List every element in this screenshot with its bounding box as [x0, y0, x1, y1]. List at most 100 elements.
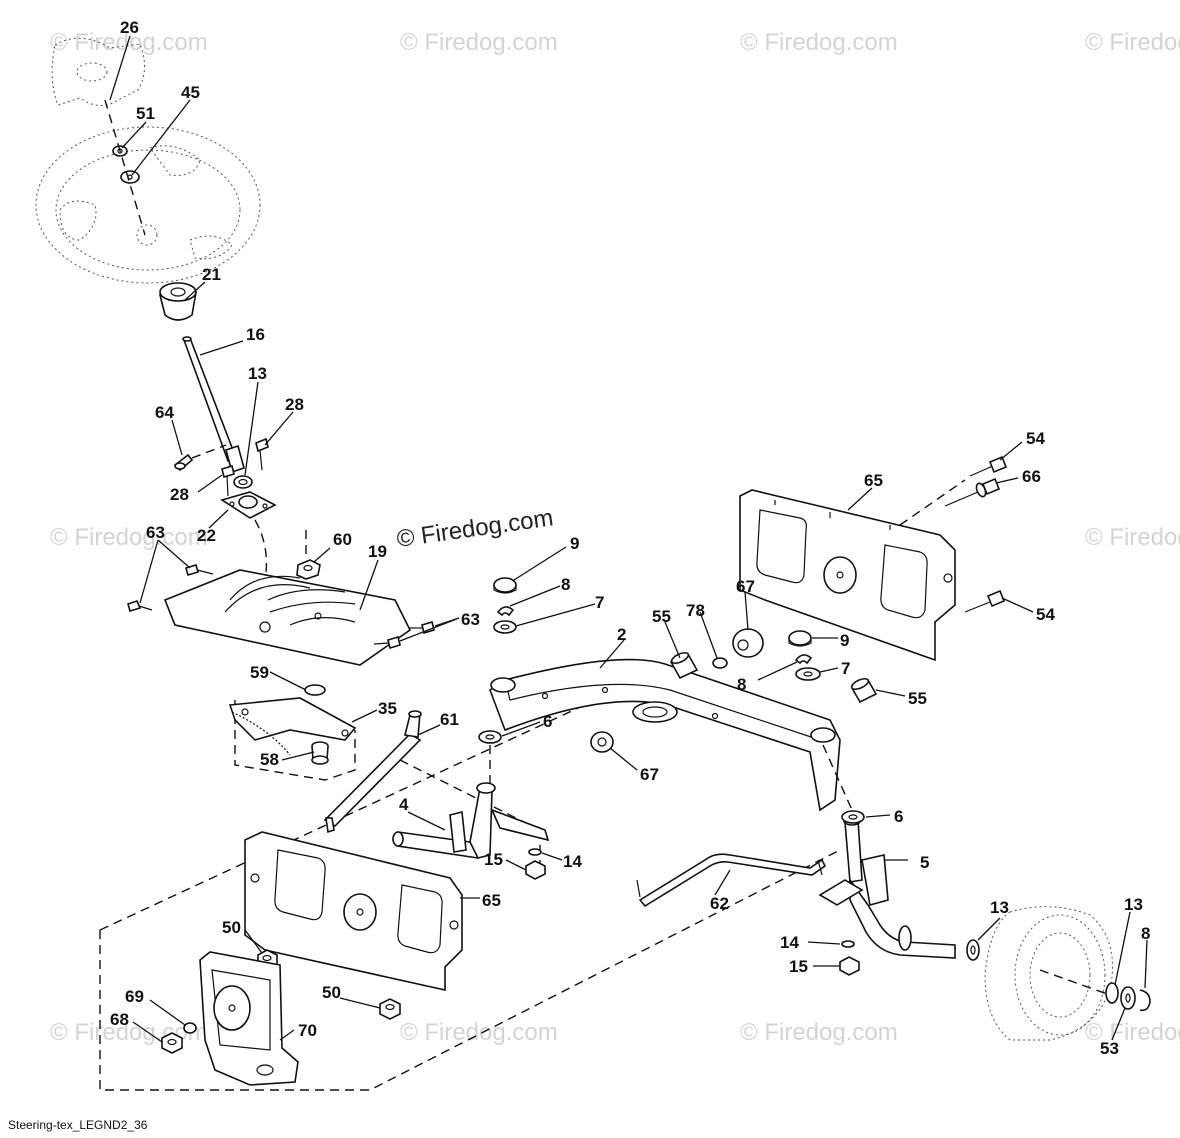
washer-6-right — [841, 810, 865, 824]
watermark: © Firedog.com — [50, 524, 208, 551]
bolt-28-top — [255, 437, 269, 471]
steering-shaft-16 — [182, 336, 245, 474]
washer-7-right — [795, 667, 821, 681]
nut-50-b — [379, 998, 401, 1020]
callout-label: 8 — [737, 675, 746, 694]
washer-69 — [183, 1022, 197, 1034]
flange-bearing-22 — [220, 491, 277, 519]
washer-14-left — [528, 848, 542, 856]
gear-sector-35 — [228, 697, 357, 756]
cap-9-right — [788, 630, 812, 647]
front-wheel — [984, 906, 1113, 1041]
axis-line — [254, 519, 268, 601]
watermark: © Firedog.com — [740, 1019, 898, 1046]
e-clip-8-right — [794, 654, 813, 665]
watermark-layer: © Firedog.com © Firedog.com © Firedog.co… — [50, 29, 1180, 1046]
callout-label: 54 — [1026, 429, 1045, 448]
callout-label: 2 — [617, 625, 626, 644]
callout-label: 65 — [482, 891, 501, 910]
callout-label: 45 — [181, 83, 200, 102]
callout-label: 28 — [170, 485, 189, 504]
callout-label: 66 — [1022, 467, 1041, 486]
front-axle-2 — [489, 658, 841, 812]
plate-70 — [199, 951, 299, 1086]
callout-label: 59 — [250, 663, 269, 682]
callout-labels: 26 45 51 21 16 13 28 64 28 22 63 60 19 6… — [110, 18, 1150, 1058]
callout-label: 58 — [260, 750, 279, 769]
callout-label: 67 — [736, 577, 755, 596]
callout-label: 54 — [1036, 605, 1055, 624]
bushing-21 — [158, 282, 197, 321]
callout-label: 35 — [378, 699, 397, 718]
bolt-66 — [944, 477, 1001, 507]
callout-label: 19 — [368, 542, 387, 561]
tie-rod-62 — [636, 853, 827, 908]
washer-13-axle — [966, 939, 980, 961]
bolt-54-top — [969, 455, 1008, 477]
washer-59 — [304, 684, 326, 696]
watermark: © Firedog.com — [1085, 1019, 1180, 1046]
axle-bracket-65-left — [244, 831, 463, 991]
axis-line — [822, 744, 853, 811]
washer-14-right — [841, 940, 855, 948]
washer-78 — [712, 657, 728, 669]
callout-label: 50 — [322, 983, 341, 1002]
watermark: © Firedog.com — [740, 29, 898, 56]
callout-label: 16 — [246, 325, 265, 344]
callout-label: 55 — [652, 607, 671, 626]
bolt-63-c — [408, 620, 435, 635]
washer-13-wheel — [1105, 982, 1119, 1004]
nut-68 — [161, 1032, 183, 1054]
washer-13-top — [233, 475, 253, 489]
callout-label: 65 — [864, 471, 883, 490]
steering-wheel-cap — [51, 37, 145, 106]
callout-label: 51 — [136, 104, 155, 123]
callout-label: 63 — [461, 610, 480, 629]
callout-label: 6 — [894, 807, 903, 826]
callout-label: 4 — [399, 795, 409, 814]
steering-wheel — [35, 126, 261, 284]
callout-label: 55 — [908, 689, 927, 708]
e-clip-8-wheel — [1139, 989, 1151, 1012]
callout-label: 53 — [1100, 1039, 1119, 1058]
callout-label: 8 — [1141, 924, 1150, 943]
washer-6-left — [478, 730, 502, 744]
callout-label: 5 — [920, 853, 929, 872]
callout-label: 8 — [561, 575, 570, 594]
callout-label: 70 — [298, 1021, 317, 1040]
callout-label: 14 — [780, 933, 799, 952]
assembly-outline — [99, 669, 841, 1091]
callout-label: 61 — [440, 710, 459, 729]
watermark: © Firedog.com — [50, 29, 208, 56]
callout-label: 15 — [484, 850, 503, 869]
pivot-bolt-58 — [311, 741, 329, 765]
callout-label: 7 — [841, 659, 850, 678]
watermark: © Firedog.com — [400, 1019, 558, 1046]
callout-label: 68 — [110, 1010, 129, 1029]
cotter-pin-64 — [173, 444, 227, 472]
drag-link-61 — [323, 710, 422, 834]
spindle-4 — [392, 782, 550, 859]
callout-label: 9 — [840, 631, 849, 650]
leader-lines — [109, 35, 1148, 1043]
callout-label: 64 — [155, 403, 174, 422]
callout-label: 21 — [202, 265, 221, 284]
callout-label: 78 — [686, 601, 705, 620]
washer-7-left — [493, 620, 517, 634]
callout-label: 67 — [640, 765, 659, 784]
washer-53 — [1120, 986, 1136, 1010]
callout-label: 60 — [333, 530, 352, 549]
e-clip-8-left — [496, 606, 515, 617]
callout-label: 13 — [248, 364, 267, 383]
spacer-55-right — [850, 677, 878, 704]
watermark: © Firedog.com — [1085, 29, 1180, 56]
callout-label: 6 — [543, 712, 552, 731]
cap-9-left — [493, 577, 517, 594]
callout-label: 14 — [563, 852, 582, 871]
washer-45 — [120, 170, 140, 184]
watermark: © Firedog.com — [1085, 524, 1180, 551]
diagram-caption: Steering-tex_LEGND2_36 — [8, 1118, 148, 1132]
steering-plate-19 — [163, 569, 412, 666]
bolt-54-bottom — [964, 589, 1006, 613]
